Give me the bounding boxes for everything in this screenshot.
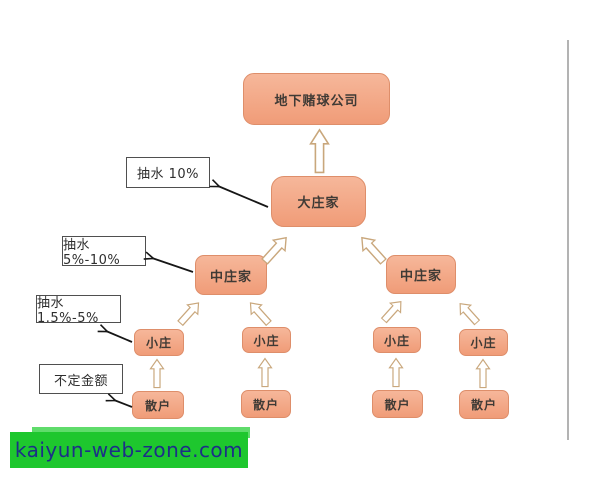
node-small-banker-2-label: 小庄	[253, 333, 280, 348]
pointer-arrow-rake-5-10	[152, 258, 194, 273]
up-arrow-icon	[257, 357, 273, 388]
annotation-rake-1-5-5: 抽水 1.5%-5%	[36, 295, 121, 326]
up-right-arrow-icon	[177, 302, 200, 327]
pointer-arrow-rake-10	[218, 186, 269, 208]
node-mid-banker-left: 中庄家	[195, 255, 267, 295]
annotation-rake-1-5-5-label: 抽水 1.5%-5%	[37, 296, 99, 326]
node-retail-2: 散户	[241, 390, 291, 418]
node-small-banker-3-label: 小庄	[383, 333, 410, 348]
node-retail-4: 散户	[459, 390, 509, 419]
node-company: 地下赌球公司	[243, 73, 390, 125]
node-retail-3-label: 散户	[384, 397, 411, 412]
node-big-banker: 大庄家	[271, 176, 366, 227]
pointer-arrow-unfixed-amount	[114, 400, 133, 408]
node-small-banker-2: 小庄	[242, 327, 291, 353]
annotation-rake-10-label: 抽水 10%	[136, 167, 200, 182]
up-arrow-icon	[388, 357, 404, 388]
pointer-arrow-rake-1-5-5	[106, 331, 133, 343]
page-divider-line	[567, 40, 569, 440]
up-left-arrow-icon	[459, 303, 481, 326]
node-retail-3: 散户	[372, 390, 423, 418]
node-big-banker-label: 大庄家	[297, 196, 340, 211]
up-arrow-icon	[475, 358, 491, 389]
up-right-arrow-icon	[261, 236, 287, 265]
up-left-arrow-icon	[361, 236, 387, 265]
watermark-text: kaiyun-web-zone.com	[14, 438, 244, 462]
node-small-banker-1-label: 小庄	[145, 336, 172, 350]
node-small-banker-4-label: 小庄	[470, 336, 497, 350]
annotation-unfixed-amount: 不定金额	[39, 364, 123, 394]
annotation-rake-5-10-label: 抽水 5%-10%	[63, 238, 121, 268]
annotation-unfixed-amount-label: 不定金额	[53, 373, 108, 389]
node-retail-1-label: 散户	[144, 398, 171, 413]
node-mid-banker-left-label: 中庄家	[209, 269, 252, 285]
node-mid-banker-right-label: 中庄家	[399, 269, 442, 284]
annotation-rake-5-10: 抽水 5%-10%	[62, 236, 146, 268]
node-mid-banker-right: 中庄家	[386, 255, 456, 294]
up-right-arrow-icon	[380, 301, 402, 324]
up-left-arrow-icon	[249, 302, 272, 327]
node-small-banker-1: 小庄	[134, 329, 184, 356]
node-company-label: 地下赌球公司	[274, 93, 359, 109]
up-arrow-icon	[149, 358, 165, 389]
node-retail-4-label: 散户	[470, 398, 497, 412]
node-retail-2-label: 散户	[252, 397, 279, 412]
node-small-banker-3: 小庄	[373, 327, 421, 353]
node-small-banker-4: 小庄	[459, 329, 508, 356]
watermark-bar: kaiyun-web-zone.com	[10, 432, 248, 468]
up-arrow-icon	[309, 128, 330, 174]
annotation-rake-10: 抽水 10%	[126, 157, 210, 188]
node-retail-1: 散户	[132, 391, 184, 419]
